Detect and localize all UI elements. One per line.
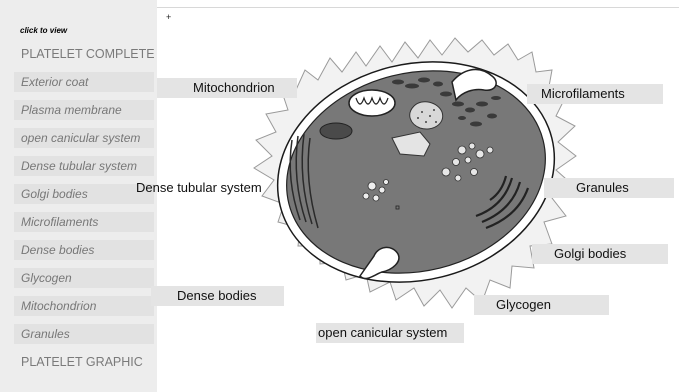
label-dense-tubular-system[interactable]: Dense tubular system <box>136 178 278 198</box>
label-mitochondrion[interactable]: Mitochondrion <box>157 78 297 98</box>
label-microfilaments[interactable]: Microfilaments <box>527 84 663 104</box>
glycogen-region <box>410 102 443 129</box>
mitochondrion <box>349 90 395 116</box>
label-golgi-bodies[interactable]: Golgi bodies <box>532 244 668 264</box>
label-open-canicular-system[interactable]: open canicular system <box>316 323 464 343</box>
label-granules[interactable]: Granules <box>544 178 674 198</box>
label-glycogen[interactable]: Glycogen <box>474 295 609 315</box>
dark-granule <box>320 123 352 139</box>
label-dense-bodies[interactable]: Dense bodies <box>151 286 284 306</box>
